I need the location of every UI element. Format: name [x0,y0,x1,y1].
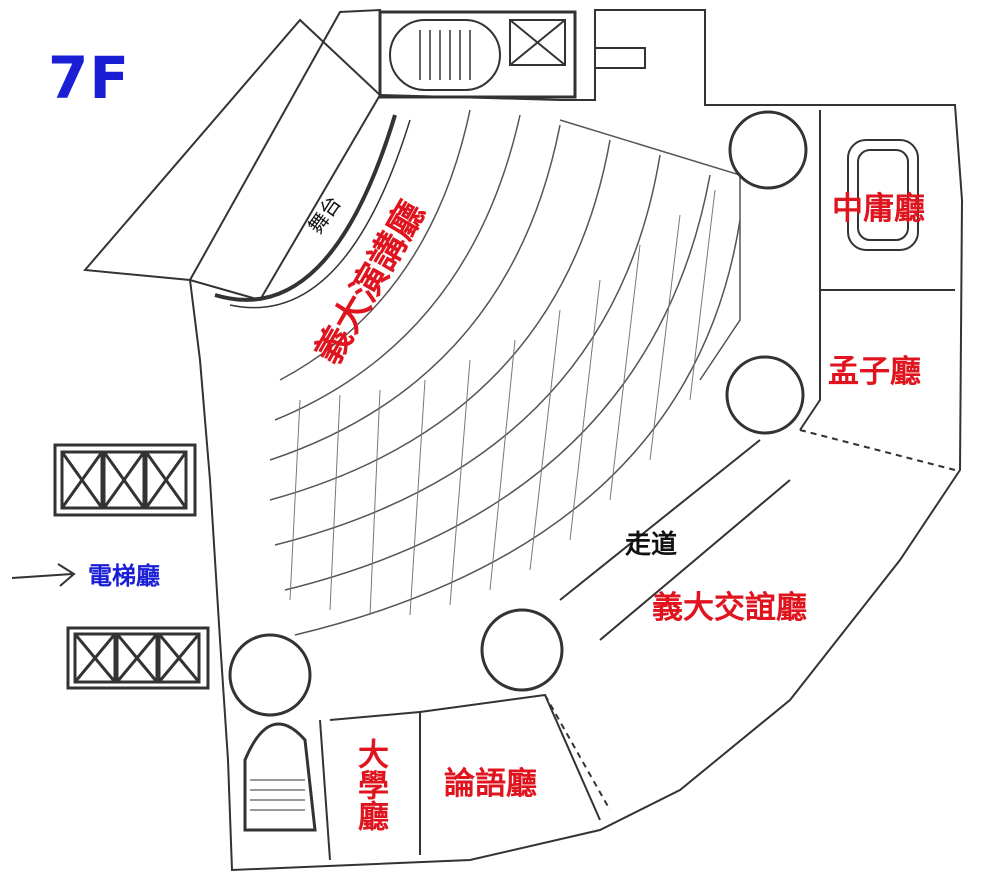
elevator-block-top [53,443,197,517]
mengzi-hall-label: 孟子廳 [828,354,921,390]
zhongyong-hall-label: 中庸廳 [832,191,925,227]
elevator-block-bottom [66,626,210,690]
walkway-wall [559,439,791,641]
daxue-hall-label: 大學廳 [352,738,388,831]
seat-pattern [289,189,716,616]
stage-edge [214,114,397,302]
entrance-arrow-icon [11,563,76,587]
left-wing [82,18,382,302]
column-circle-icon [228,110,808,717]
stair-icon [243,722,317,832]
social-hall-label: 義大交誼廳 [652,590,807,626]
room-partition-social [544,429,956,811]
walkway-label: 走道 [625,530,678,560]
top-stair-core [378,10,577,99]
seating-rows [269,109,741,636]
lunyu-hall-label: 論語廳 [444,766,537,802]
elevator-lobby-label: 電梯廳 [88,562,160,590]
conference-table [847,139,919,251]
floor-label: 7F [48,44,130,112]
